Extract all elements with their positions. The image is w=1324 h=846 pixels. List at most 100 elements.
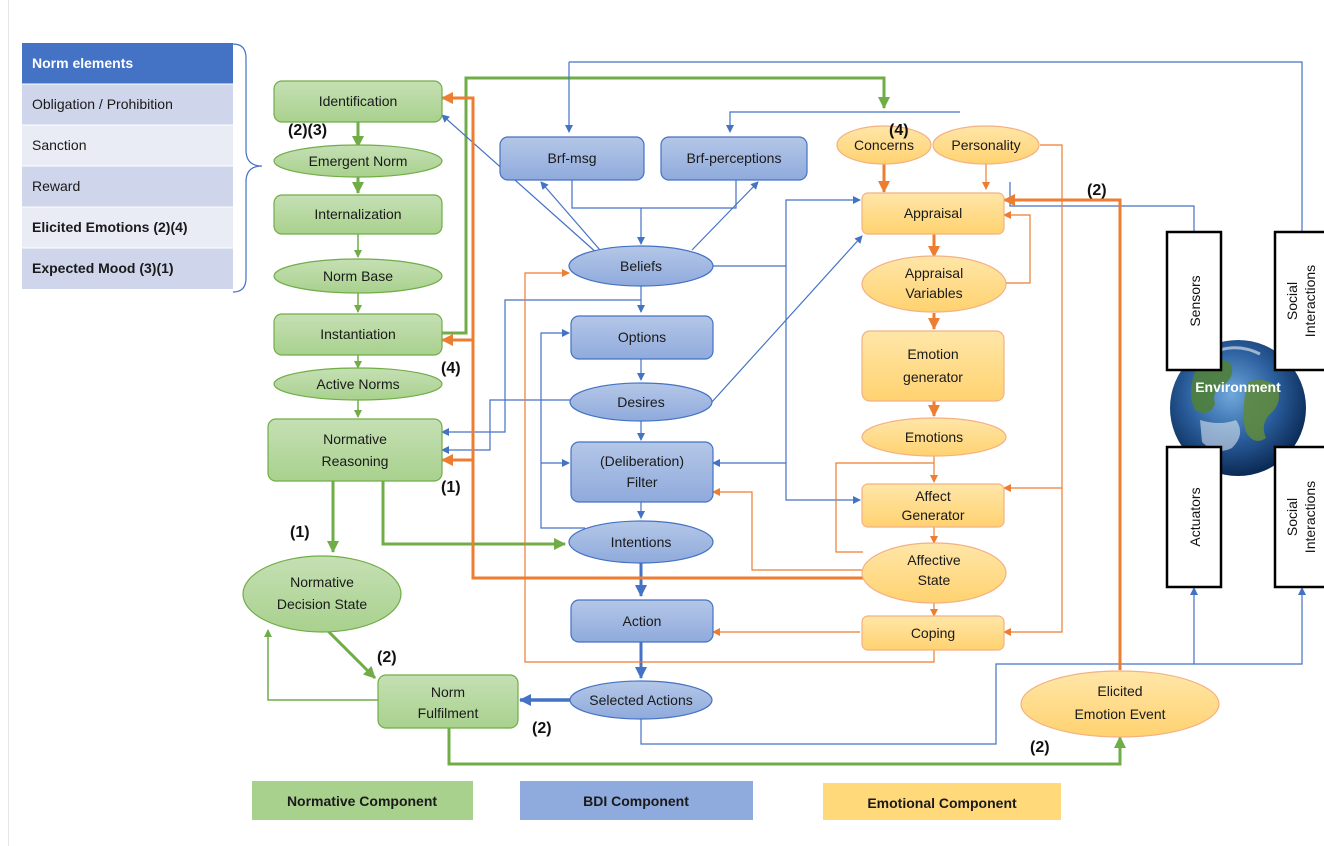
step-label: (4) — [889, 122, 909, 139]
bdi-nodes: Brf-msg Brf-perceptions Beliefs Options … — [499, 136, 808, 720]
norm-element-row: Expected Mood (3)(1) — [32, 260, 174, 276]
action-label: Action — [623, 613, 662, 629]
active-norms-label: Active Norms — [316, 376, 399, 392]
normative-reasoning-label: Reasoning — [322, 453, 389, 469]
emotional-nodes: Concerns Personality Appraisal Appraisal… — [836, 125, 1220, 738]
desires-label: Desires — [617, 394, 664, 410]
legend: Normative Component BDI Component Emotio… — [252, 781, 1061, 820]
elicited-event-label: Emotion Event — [1074, 706, 1165, 722]
affective-state-label: Affective — [907, 552, 961, 568]
social-interactions-top-box[interactable]: Social Interactions — [1273, 230, 1324, 372]
norm-fulfilment-label: Norm — [431, 684, 465, 700]
brf-msg-node[interactable]: Brf-msg — [499, 136, 645, 181]
appraisal-variables-label: Variables — [905, 285, 962, 301]
norm-element-row: Reward — [32, 178, 80, 194]
step-label: (4) — [441, 360, 461, 377]
emotions-label: Emotions — [905, 429, 963, 445]
appraisal-variables-label: Appraisal — [905, 265, 963, 281]
internalization-node[interactable]: Internalization — [273, 194, 443, 235]
instantiation-node[interactable]: Instantiation — [273, 313, 443, 356]
normative-decision-state-node[interactable]: Normative Decision State — [242, 555, 402, 633]
norm-element-row: Sanction — [32, 137, 86, 153]
elicited-emotion-event-node[interactable]: Elicited Emotion Event — [1020, 670, 1220, 738]
intentions-node[interactable]: Intentions — [568, 520, 714, 564]
step-labels: (2)(3) (4) (2) (4) (1) (1) (2) (2) (2) — [288, 122, 1107, 756]
emergent-norm-node[interactable]: Emergent Norm — [273, 144, 443, 178]
emotion-generator-label: generator — [903, 369, 963, 385]
normative-reasoning-node[interactable]: Normative Reasoning — [267, 418, 443, 482]
selected-actions-label: Selected Actions — [589, 692, 693, 708]
legend-bdi-label: BDI Component — [583, 793, 689, 809]
filter-label: Filter — [626, 474, 657, 490]
norm-fulfilment-node[interactable]: Norm Fulfilment — [377, 674, 519, 729]
normative-reasoning-label: Normative — [323, 431, 387, 447]
emotions-node[interactable]: Emotions — [861, 417, 1007, 457]
environment-label: Environment — [1195, 379, 1281, 395]
step-label: (2) — [377, 649, 397, 666]
affect-generator-label: Generator — [901, 507, 964, 523]
brf-perceptions-label: Brf-perceptions — [687, 150, 782, 166]
decision-state-label: Normative — [290, 574, 354, 590]
options-node[interactable]: Options — [570, 315, 714, 360]
norm-base-label: Norm Base — [323, 268, 393, 284]
concerns-label: Concerns — [854, 137, 914, 153]
social-interactions-bottom-box[interactable]: Social Interactions — [1273, 445, 1324, 589]
deliberation-filter-node[interactable]: (Deliberation) Filter — [570, 441, 714, 503]
norm-fulfilment-label: Fulfilment — [418, 705, 479, 721]
connectors — [232, 43, 1306, 766]
selected-actions-node[interactable]: Selected Actions — [569, 680, 713, 720]
actuators-label: Actuators — [1187, 487, 1203, 546]
affective-state-node[interactable]: Affective State — [861, 542, 1007, 604]
emotion-generator-label: Emotion — [907, 346, 958, 362]
step-label: (2) — [532, 720, 552, 737]
appraisal-node[interactable]: Appraisal — [861, 192, 1005, 235]
legend-normative: Normative Component — [252, 781, 473, 820]
step-label: (1) — [441, 479, 461, 496]
norm-element-row: Obligation / Prohibition — [32, 96, 173, 112]
step-label: (1) — [290, 524, 310, 541]
norm-element-row: Elicited Emotions (2)(4) — [32, 219, 188, 235]
norm-elements-table: Norm elements Obligation / Prohibition S… — [22, 43, 233, 289]
legend-emotional: Emotional Component — [823, 783, 1061, 820]
affect-generator-node[interactable]: Affect Generator — [861, 483, 1005, 528]
decision-state-label: Decision State — [277, 596, 367, 612]
personality-node[interactable]: Personality — [932, 125, 1040, 165]
active-norms-node[interactable]: Active Norms — [273, 367, 443, 401]
coping-node[interactable]: Coping — [861, 615, 1005, 651]
normative-nodes: Identification Emergent Norm Internaliza… — [242, 80, 519, 729]
brf-msg-label: Brf-msg — [548, 150, 597, 166]
intentions-label: Intentions — [611, 534, 672, 550]
social-interactions-label: Interactions — [1302, 265, 1318, 337]
norm-base-node[interactable]: Norm Base — [273, 258, 443, 294]
brf-perceptions-node[interactable]: Brf-perceptions — [660, 136, 808, 181]
social-interactions-label: Social — [1284, 498, 1300, 536]
beliefs-node[interactable]: Beliefs — [568, 245, 714, 287]
step-label: (2)(3) — [288, 122, 327, 139]
social-interactions-label: Interactions — [1302, 481, 1318, 553]
concerns-node[interactable]: Concerns — [836, 125, 932, 165]
action-node[interactable]: Action — [570, 599, 714, 643]
affective-state-label: State — [918, 572, 951, 588]
emotion-generator-node[interactable]: Emotion generator — [861, 330, 1005, 402]
instantiation-label: Instantiation — [320, 326, 396, 342]
sensors-label: Sensors — [1187, 275, 1203, 326]
filter-label: (Deliberation) — [600, 453, 684, 469]
earth-globe — [1170, 340, 1306, 476]
desires-node[interactable]: Desires — [569, 382, 713, 422]
legend-bdi: BDI Component — [520, 781, 753, 820]
norm-elements-header: Norm elements — [32, 55, 133, 71]
appraisal-variables-node[interactable]: Appraisal Variables — [861, 255, 1007, 313]
step-label: (2) — [1087, 182, 1107, 199]
actuators-box[interactable]: Actuators — [1165, 445, 1223, 589]
sensors-box[interactable]: Sensors — [1165, 230, 1223, 372]
beliefs-label: Beliefs — [620, 258, 662, 274]
environment-group: Environment Sensors Social Interactions … — [1165, 230, 1324, 589]
coping-label: Coping — [911, 625, 955, 641]
identification-label: Identification — [319, 93, 398, 109]
identification-node[interactable]: Identification — [273, 80, 443, 123]
personality-label: Personality — [951, 137, 1020, 153]
emergent-norm-label: Emergent Norm — [309, 153, 408, 169]
elicited-event-label: Elicited — [1097, 683, 1142, 699]
step-label: (2) — [1030, 739, 1050, 756]
